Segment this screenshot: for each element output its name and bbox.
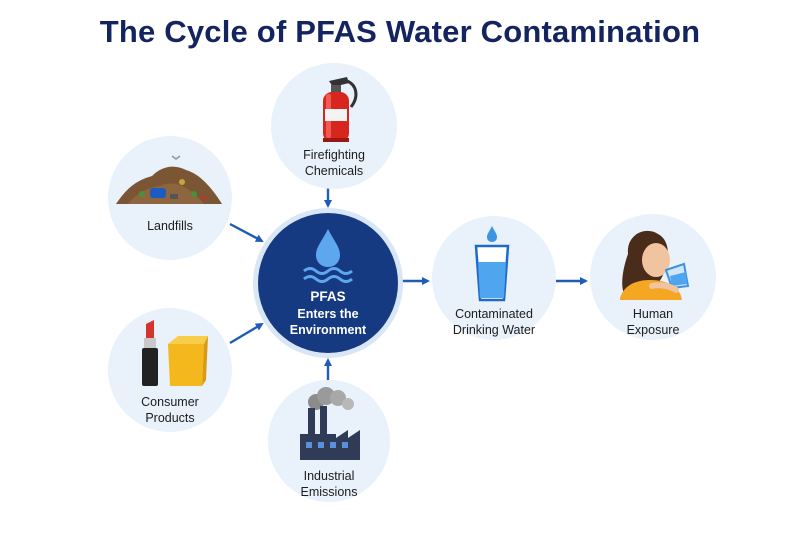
node-landfills: Landfills — [108, 136, 232, 260]
human-label-2: Exposure — [626, 323, 680, 337]
node-pfas-environment: PFAS Enters the Environment — [258, 213, 398, 353]
arrow-landfills-to-center — [229, 222, 264, 243]
factory-smoke-icon — [300, 387, 360, 460]
lipstick-container-icon — [142, 320, 208, 386]
human-label-1: Human — [632, 307, 674, 321]
node-industrial-emissions: Industrial Emissions — [268, 380, 390, 502]
industrial-label-1: Industrial — [303, 469, 355, 483]
industrial-label-2: Emissions — [300, 485, 358, 499]
person-drinking-icon — [620, 230, 690, 300]
firefighting-label-2: Chemicals — [304, 164, 364, 178]
drinking-label-2: Drinking Water — [452, 323, 536, 337]
arrow-consumer-to-center — [229, 322, 264, 345]
glass-of-water-icon — [474, 226, 510, 302]
node-firefighting-chemicals: Firefighting Chemicals — [271, 63, 397, 189]
consumer-label-2: Products — [145, 411, 195, 425]
page-title: The Cycle of PFAS Water Contamination — [99, 14, 701, 49]
landfills-label: Landfills — [147, 219, 193, 233]
landfill-pile-icon — [116, 155, 222, 204]
center-label-1: PFAS — [310, 289, 346, 304]
node-drinking-water: Contaminated Drinking Water — [432, 216, 556, 340]
firefighting-label-1: Firefighting — [303, 148, 365, 162]
fire-extinguisher-icon — [323, 77, 358, 142]
consumer-label-1: Consumer — [141, 395, 199, 409]
center-label-2: Enters the — [297, 307, 359, 321]
node-human-exposure: Human Exposure — [590, 214, 716, 340]
drinking-label-1: Contaminated — [455, 307, 533, 321]
center-label-3: Environment — [289, 323, 367, 337]
water-drop-waves-icon — [303, 229, 353, 283]
node-consumer-products: Consumer Products — [108, 308, 232, 432]
